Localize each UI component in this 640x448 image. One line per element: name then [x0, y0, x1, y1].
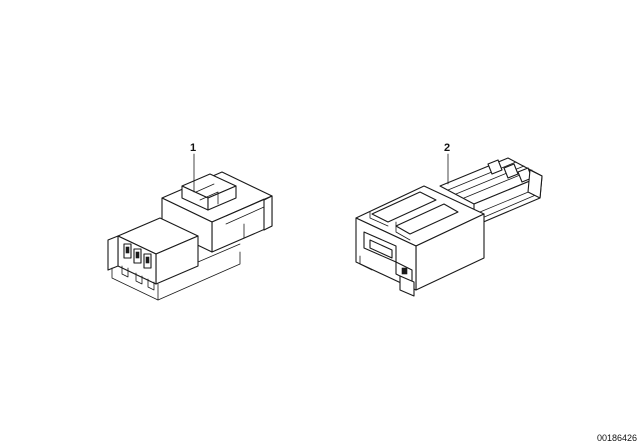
- connector-part-2[interactable]: [355, 153, 543, 297]
- drawing-number: 00186426: [597, 433, 637, 443]
- connector-part-1[interactable]: [107, 153, 273, 301]
- callout-label-1: 1: [190, 142, 196, 154]
- callout-label-2: 2: [444, 142, 450, 154]
